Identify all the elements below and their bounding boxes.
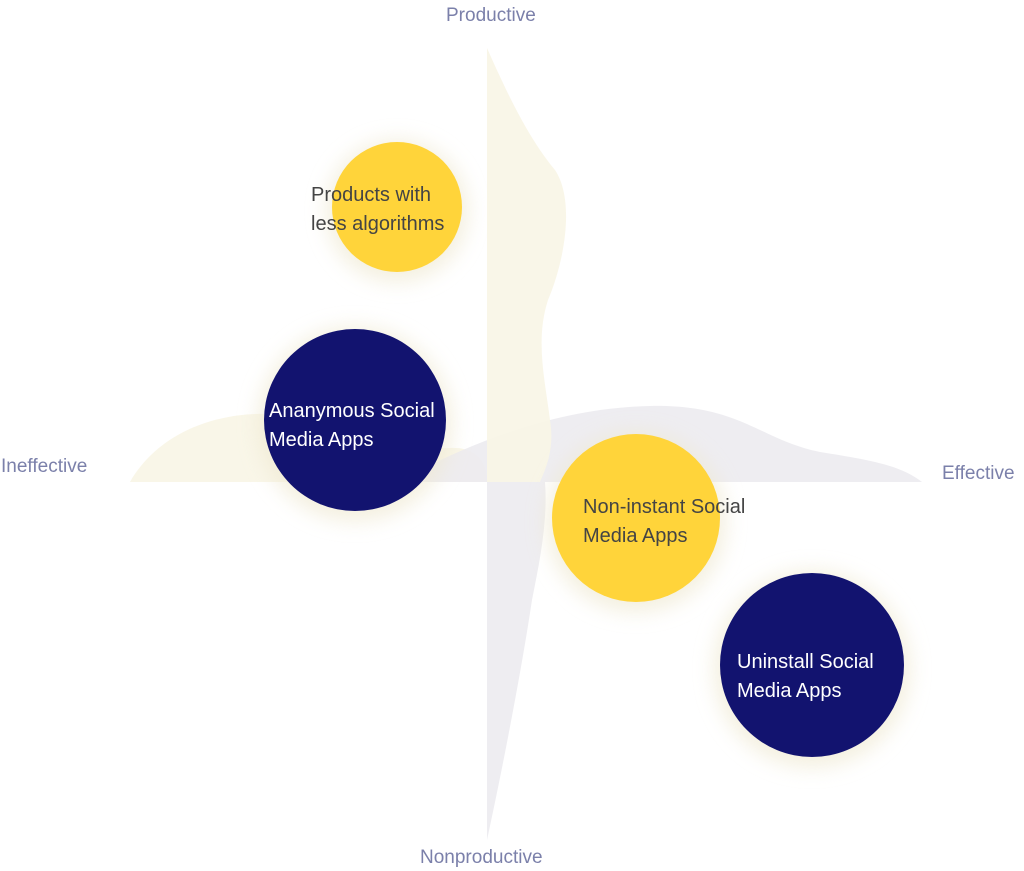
item-label-less-algorithms: Products with less algorithms [311,181,444,239]
axis-label-nonproductive: Nonproductive [420,847,543,868]
item-label-line: Non-instant Social [583,496,746,518]
vertical-axis-band-top [487,48,567,482]
item-label-non-instant-apps: Non-instant Social Media Apps [583,493,745,551]
item-circle [264,329,446,511]
item-label-uninstall-apps: Uninstall Social Media Apps [737,648,874,706]
item-label-line: Products with [311,184,432,206]
axis-label-productive: Productive [446,5,536,26]
item-label-line: Uninstall Social [737,651,874,673]
vertical-axis-band-bottom [487,482,546,840]
axis-label-effective: Effective [942,463,1015,484]
item-label-line: Ananymous Social [269,400,435,422]
item-circle [332,142,462,272]
item-circle [720,573,904,757]
item-label-anonymous-apps: Ananymous Social Media Apps [269,397,435,455]
item-label-line: Media Apps [583,525,688,547]
axis-label-ineffective: Ineffective [1,456,88,477]
item-label-line: Media Apps [269,429,374,451]
item-label-line: Media Apps [737,680,842,702]
item-circle [552,434,720,602]
item-label-line: less algorithms [311,213,445,235]
